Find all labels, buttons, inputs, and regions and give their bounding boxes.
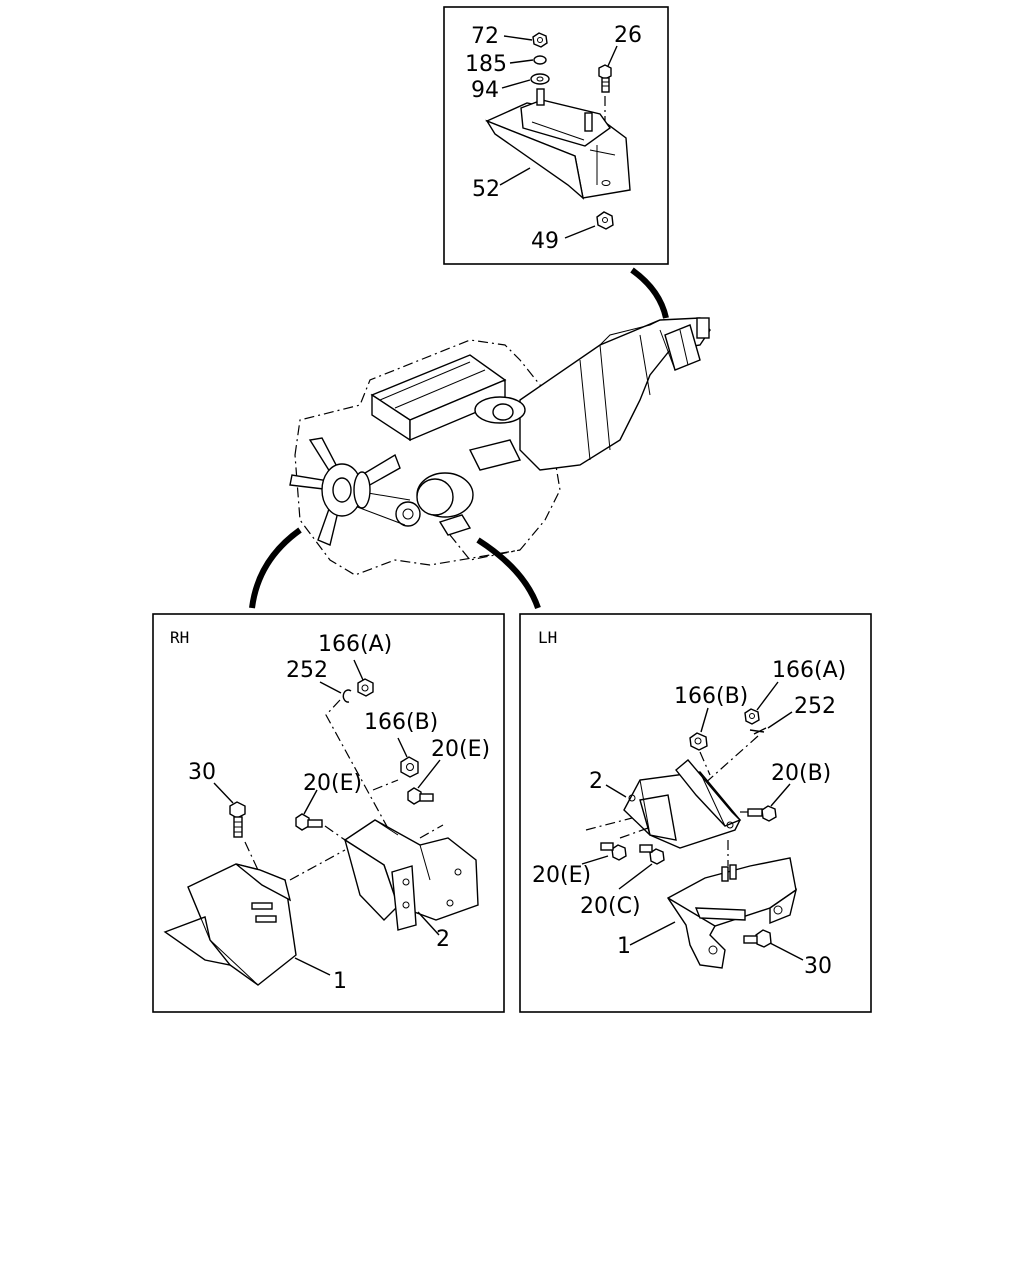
rear-mount-frame (443, 6, 669, 265)
rh-bolt-30 (213, 782, 259, 871)
callout-arc-lh (476, 537, 541, 610)
label-26: 26 (614, 23, 642, 48)
rh-panel-frame (152, 613, 505, 1013)
lh-bracket-2 (605, 759, 742, 849)
lh-label-20b: 20(B) (771, 761, 831, 786)
lh-label-2: 2 (589, 769, 603, 794)
lh-label-30: 30 (804, 954, 832, 979)
engine-transmission-assembly (289, 317, 711, 576)
rear-mount-52 (485, 88, 631, 200)
callout-arc-rh (249, 527, 302, 609)
label-72: 72 (471, 24, 499, 49)
lh-bolt-20e (581, 842, 627, 865)
nut-49 (564, 211, 614, 239)
label-52: 52 (472, 177, 500, 202)
rh-bracket-2 (343, 819, 479, 936)
rh-label-20e-left: 20(E) (303, 771, 362, 796)
lh-label-20e: 20(E) (532, 863, 591, 888)
lh-label-20c: 20(C) (580, 894, 641, 919)
label-49: 49 (531, 229, 559, 254)
rh-label-20e-right: 20(E) (431, 737, 490, 762)
rh-washer-252 (319, 681, 352, 703)
washer-94 (501, 73, 550, 89)
rh-mount-1 (163, 863, 331, 986)
label-94: 94 (471, 78, 499, 103)
rh-label-30: 30 (188, 760, 216, 785)
lh-panel-frame (519, 613, 872, 1013)
cooling-fan (289, 437, 401, 546)
lh-mount-1 (629, 840, 798, 969)
lh-bolt-20c (618, 844, 665, 890)
lh-label-166a: 166(A) (772, 658, 846, 683)
lh-bolt-20b (747, 783, 791, 822)
washer-185 (509, 55, 547, 65)
rh-label-252: 252 (286, 658, 328, 683)
lh-label-166b: 166(B) (674, 684, 748, 709)
lh-bolt-30 (743, 929, 804, 961)
nut-72 (503, 32, 548, 48)
rh-mount-panel: RH (152, 613, 505, 1013)
rh-bolt-20e-left (295, 789, 323, 831)
rh-label-2: 2 (436, 927, 450, 952)
rear-mount-panel: 72 185 94 26 52 49 (443, 6, 669, 265)
rh-label-166a: 166(A) (318, 632, 392, 657)
rh-bolt-20e-right (407, 759, 441, 805)
rh-label-1: 1 (333, 969, 347, 994)
label-185: 185 (465, 52, 507, 77)
lh-nut-166b (689, 707, 711, 776)
lh-label-1: 1 (617, 934, 631, 959)
lh-label-252: 252 (794, 694, 836, 719)
lh-nut-166a (744, 681, 779, 725)
rh-label-166b: 166(B) (364, 710, 438, 735)
callout-arc-rear (630, 267, 669, 319)
rh-nut-166b (397, 737, 419, 778)
lh-washer-252 (749, 711, 793, 735)
rh-nut-166a (353, 659, 374, 697)
rh-side-label: RH (170, 628, 189, 647)
lh-side-label: LH (538, 628, 557, 647)
lh-mount-panel: LH (519, 613, 872, 1013)
